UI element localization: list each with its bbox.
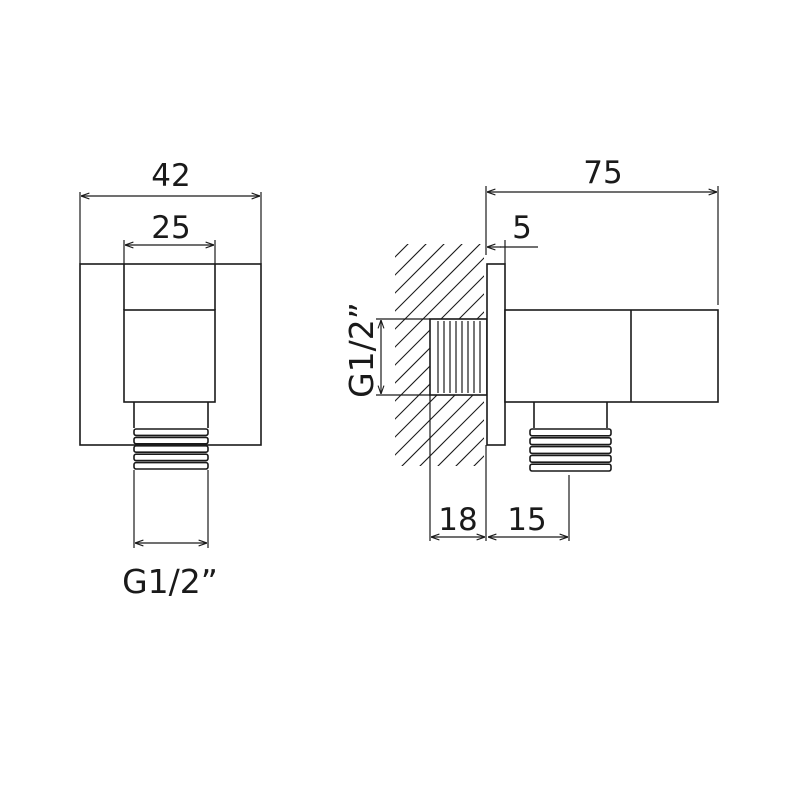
side-body <box>504 309 719 403</box>
dim-75-label: 75 <box>583 155 622 191</box>
thread-ridge <box>529 445 612 455</box>
flange <box>486 263 506 446</box>
hatch-line <box>486 44 799 544</box>
inlet-thread <box>429 318 488 396</box>
front-view: 42 25 G1/2” <box>79 158 262 601</box>
hatch-line <box>395 347 484 438</box>
hatch-line <box>504 44 799 544</box>
thread-ridge <box>529 454 612 463</box>
dim-42-label: 42 <box>151 158 190 194</box>
hatch-line <box>54 44 554 544</box>
hatch-line <box>455 437 484 466</box>
hatch-line <box>36 44 536 544</box>
thread-ridge <box>529 463 612 472</box>
dim-5-label: 5 <box>512 210 532 246</box>
hatch-line <box>395 329 484 420</box>
hatch-line <box>648 44 799 544</box>
thread-ridge <box>133 428 209 437</box>
hatch-line <box>414 44 799 544</box>
hatch-line <box>558 44 799 544</box>
hatch-line <box>684 44 799 544</box>
dim-thread-side-label: G1/2” <box>342 302 381 398</box>
hatch-line <box>0 44 500 544</box>
hatch-line <box>468 44 799 544</box>
dim-25-label: 25 <box>151 210 190 246</box>
front-plate-outline <box>79 263 262 446</box>
hatch-line <box>576 44 799 544</box>
hatch-line <box>522 44 799 544</box>
hatch-line <box>419 401 484 466</box>
hatch-line <box>612 44 799 544</box>
side-view: 75 5 G1/2” 18 15 <box>0 44 799 544</box>
hatch-line <box>395 275 484 366</box>
outlet-thread <box>529 428 612 472</box>
thread-ridge <box>133 436 209 445</box>
dim-15-label: 15 <box>507 502 546 538</box>
hatch-line <box>666 44 799 544</box>
hatch-line <box>395 244 463 312</box>
hatch-line <box>395 244 445 294</box>
hatch-line <box>473 455 484 466</box>
hatch-line <box>395 293 484 384</box>
thread-ridge <box>133 461 209 470</box>
hatch-line <box>395 365 484 456</box>
hatch-line <box>395 244 481 330</box>
hatch-line <box>594 44 799 544</box>
hatch-line <box>401 383 484 466</box>
front-body-block <box>123 309 216 403</box>
thread-ridge <box>133 453 209 462</box>
inlet-thread-body <box>429 318 488 396</box>
thread-ridge <box>529 436 612 446</box>
wall-hatching <box>0 44 799 544</box>
front-thread <box>133 428 209 470</box>
thread-ridge <box>133 444 209 453</box>
dim-thread-front-label: G1/2” <box>122 562 218 601</box>
thread-ridge <box>529 428 612 437</box>
dim-18-label: 18 <box>438 502 477 538</box>
hatch-line <box>540 44 799 544</box>
hatch-line <box>437 419 484 466</box>
hatch-line <box>18 44 518 544</box>
hatch-line <box>395 257 484 348</box>
hatch-line <box>630 44 799 544</box>
